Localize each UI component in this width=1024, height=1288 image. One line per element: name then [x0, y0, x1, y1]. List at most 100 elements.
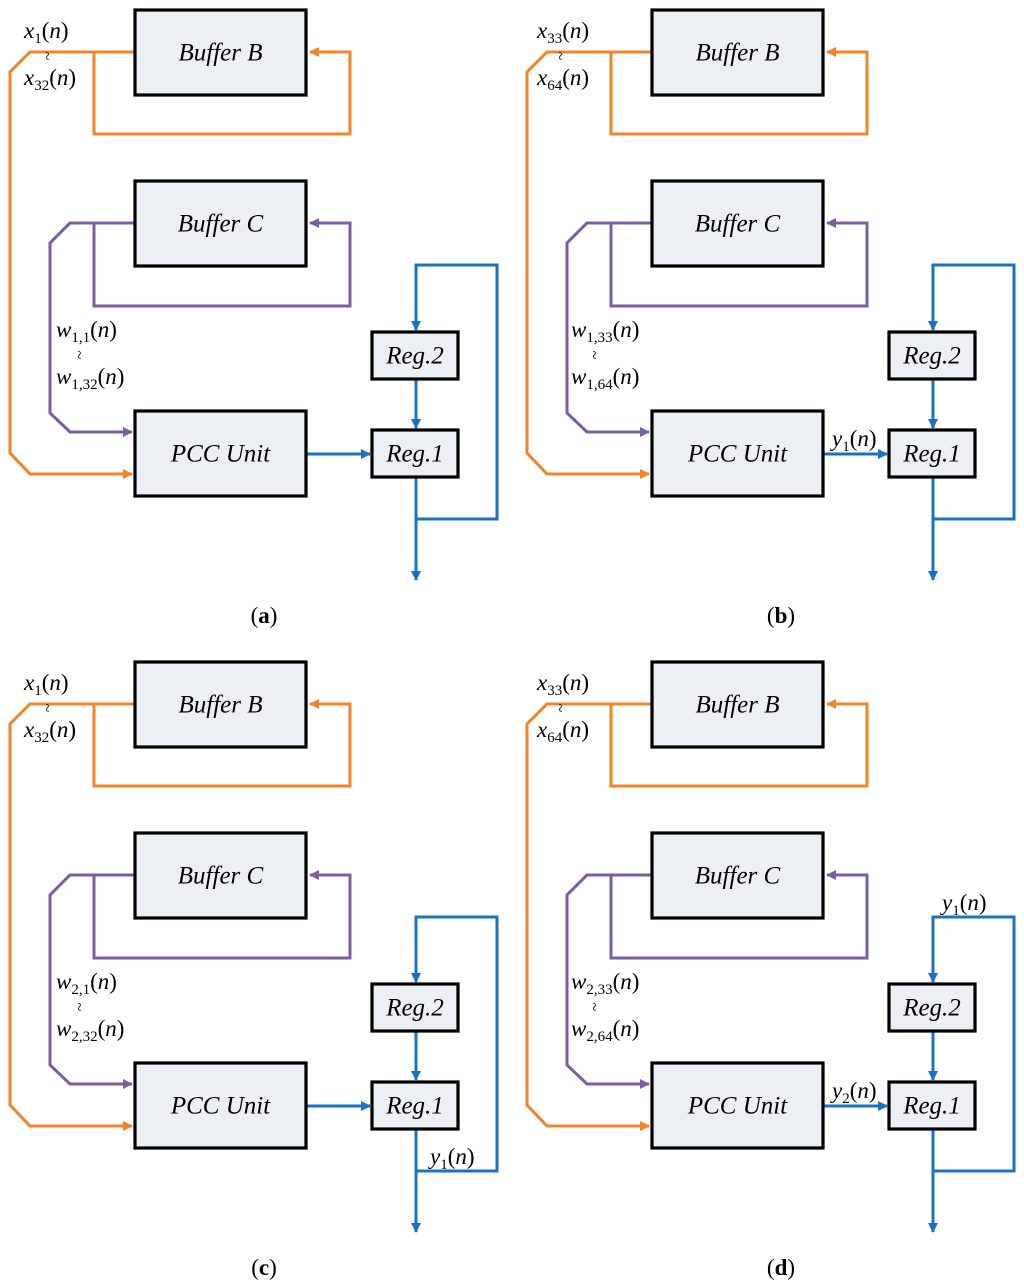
caption-letter: a	[258, 603, 270, 628]
w-range-label-range-tilde: ~	[70, 1003, 87, 1012]
pcc-output-label-arg: n	[857, 1078, 869, 1103]
x-range-label-end-paren-open: (	[562, 717, 570, 742]
w-range-label-start-var: w	[56, 317, 72, 342]
buffer-c-block-label: Buffer C	[178, 863, 264, 890]
panel-caption: (c)	[251, 1255, 277, 1280]
x-range-label-start-arg: n	[49, 18, 61, 43]
w-range-label-start-sub: 1,1	[71, 330, 90, 346]
w-range-label-start-var: w	[571, 969, 587, 994]
w-range-label-end-paren-open: (	[613, 364, 621, 389]
w-range-label-end-arg: n	[105, 1016, 117, 1041]
buffer-b-block-rect	[133, 8, 308, 97]
reg1-block-rect	[887, 1080, 977, 1131]
x-range-label-start-arg: n	[49, 670, 61, 695]
feedback-label-sub: 1	[952, 903, 960, 919]
x-range-label-end-var: x	[536, 65, 548, 90]
buffer-b-block-label: Buffer B	[178, 40, 262, 67]
pcc-unit-block-label: PCC Unit	[170, 1093, 271, 1120]
buffer-c-block-rect	[133, 831, 308, 920]
x-range-label-start-var: x	[23, 670, 35, 695]
buffer-b-block-rect	[133, 660, 308, 749]
x-input-wire	[8, 50, 134, 479]
w-range-label-start-paren-close: )	[109, 969, 117, 994]
caption-letter: b	[775, 603, 788, 628]
w-range-label-end-paren-open: (	[98, 1016, 106, 1041]
pcc-output-label-var: y	[830, 1078, 843, 1103]
x-range-label-range-tilde: ~	[551, 52, 568, 61]
buffer-c-block-rect	[650, 831, 825, 920]
x-range-label-start-paren-open: (	[42, 18, 50, 43]
pcc-output-label-arg: n	[857, 426, 869, 451]
reg2-block: Reg.2	[887, 982, 977, 1033]
x-range-label-end: x64(n)	[536, 65, 589, 94]
w-input-wire	[48, 873, 134, 1089]
pcc-output-label-var: y	[830, 426, 843, 451]
x-range-label-end-arg: n	[570, 717, 582, 742]
pcc-output-label: y2(n)	[830, 1078, 877, 1107]
w-range-label-start-var: w	[571, 317, 587, 342]
buffer-b-block-label: Buffer B	[178, 692, 262, 719]
w-range-label-end-sub: 2,64	[586, 1029, 613, 1045]
pcc-output-label-sub: 2	[842, 1091, 850, 1107]
caption-letter: c	[259, 1255, 269, 1280]
w-input-wire	[565, 221, 651, 437]
x-range-label-start: x1(n)	[23, 18, 69, 47]
w-range-label-end-arg: n	[620, 1016, 632, 1041]
x-range-label-end-arg: n	[57, 65, 69, 90]
caption-paren-close: )	[270, 603, 278, 628]
caption-paren-close: )	[269, 1255, 277, 1280]
reg2-block-rect	[887, 982, 977, 1033]
reg1-block-label: Reg.1	[902, 1093, 961, 1120]
x-range-label-start-paren-close: )	[61, 670, 69, 695]
pcc-unit-block: PCC Unit	[133, 1061, 308, 1150]
pcc-unit-block-label: PCC Unit	[687, 1093, 788, 1120]
w-range-label-start-paren-close: )	[632, 317, 640, 342]
x-range-label-start-var: x	[536, 18, 548, 43]
pcc-unit-block-rect	[650, 409, 825, 498]
x-range-label-start-sub: 1	[34, 683, 42, 699]
w-range-label-end: w2,64(n)	[571, 1016, 639, 1045]
reg2-block: Reg.2	[370, 982, 460, 1033]
buffer-b-feedback-wire	[609, 699, 869, 788]
x-range-label-start-arg: n	[570, 670, 582, 695]
pcc-unit-block: PCC Unit	[650, 1061, 825, 1150]
reg1-block: Reg.1	[370, 1080, 460, 1131]
buffer-c-block-label: Buffer C	[695, 863, 781, 890]
reg1-output-label-paren-close: )	[467, 1144, 475, 1169]
w-range-label-start-paren-close: )	[109, 317, 117, 342]
reg2-block: Reg.2	[370, 330, 460, 381]
w-range-label-start-paren-close: )	[632, 969, 640, 994]
x-range-label-end-sub: 64	[547, 730, 563, 746]
w-range-label-end-arg: n	[620, 364, 632, 389]
w-range-label-end-paren-open: (	[98, 364, 106, 389]
reg2-block-label: Reg.2	[385, 343, 444, 370]
buffer-b-block-label: Buffer B	[695, 692, 779, 719]
reg2-block-rect	[370, 330, 460, 381]
reg-feedback-wire	[411, 263, 499, 521]
x-range-label-end-sub: 64	[547, 78, 563, 94]
feedback-label-var: y	[940, 890, 953, 915]
w-range-label-start-paren-open: (	[90, 317, 98, 342]
reg1-output-label-sub: 1	[440, 1157, 448, 1173]
buffer-c-block: Buffer C	[650, 179, 825, 268]
w-range-label-end-paren-close: )	[632, 364, 640, 389]
x-range-label-start-sub: 33	[547, 683, 562, 699]
w-range-label-start-paren-open: (	[613, 969, 621, 994]
panel-caption: (a)	[251, 603, 278, 628]
x-input-wire	[8, 702, 134, 1131]
x-range-label-start: x1(n)	[23, 670, 69, 699]
reg2-block: Reg.2	[887, 330, 977, 381]
buffer-b-block: Buffer B	[650, 660, 825, 749]
feedback-label-paren-open: (	[960, 890, 968, 915]
w-range-label-end-sub: 1,32	[71, 377, 97, 393]
reg-feedback-wire	[928, 263, 1016, 521]
reg-feedback-wire	[928, 915, 1016, 1173]
w-range-label-start-sub: 2,1	[71, 982, 90, 998]
w-range-label-end-paren-close: )	[117, 1016, 125, 1041]
reg2-block-label: Reg.2	[385, 995, 444, 1022]
reg-feedback-wire	[411, 915, 499, 1173]
reg1-block-label: Reg.1	[902, 441, 961, 468]
